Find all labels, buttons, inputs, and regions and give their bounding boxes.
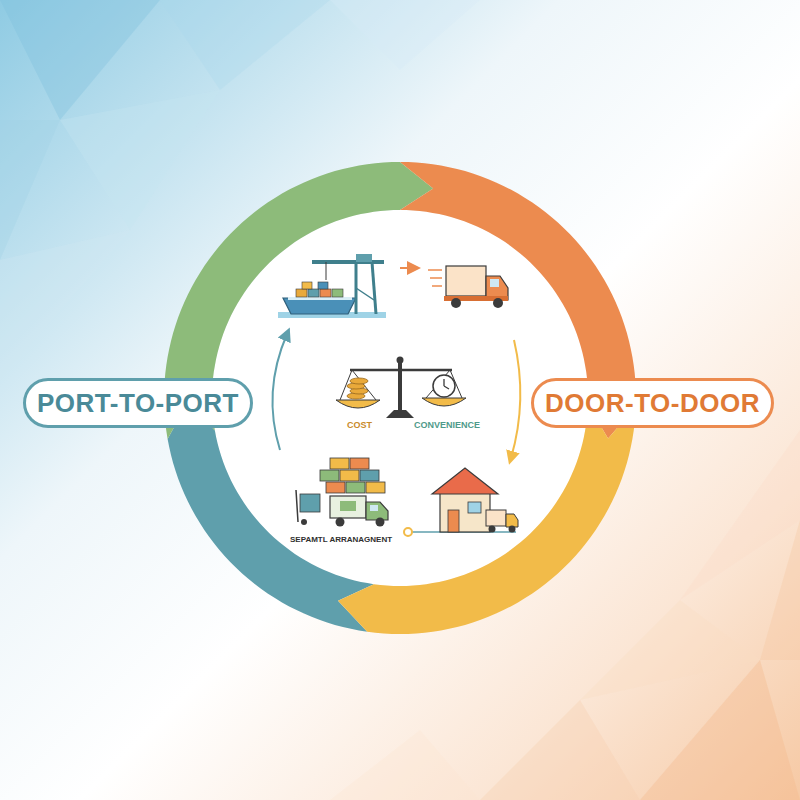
flow-arrow <box>400 267 414 269</box>
cycle-arrow <box>338 405 636 634</box>
container-box <box>320 289 331 297</box>
truck-wheel <box>509 526 516 533</box>
cycle-arrow <box>168 402 374 632</box>
flow-arrow <box>272 334 287 450</box>
background-facet <box>0 0 160 120</box>
house-door <box>448 510 459 532</box>
pill-label: PORT-TO-PORT <box>37 388 239 419</box>
container-box <box>360 470 379 481</box>
container-box <box>326 482 345 493</box>
clock-hands <box>444 379 449 389</box>
crane-cab <box>356 254 372 262</box>
clock-face <box>433 375 455 397</box>
container-box <box>296 289 307 297</box>
container-box <box>300 494 320 512</box>
scale-pan <box>336 400 380 408</box>
background-facet <box>330 730 480 800</box>
truck-cab <box>506 514 518 527</box>
option-pill: DOOR-TO-DOOR <box>531 378 774 428</box>
background-facet <box>0 120 60 260</box>
truck-wheel <box>376 518 385 527</box>
scale-caption: COST <box>347 420 372 430</box>
background-facet <box>60 90 220 230</box>
scale-caption: CONVENIENCE <box>414 420 480 430</box>
truck-window <box>370 505 378 511</box>
trolley-wheel <box>301 519 307 525</box>
container-box <box>340 470 359 481</box>
trolley-handle <box>296 490 298 522</box>
house-icon <box>404 468 518 536</box>
truck-icon <box>428 266 508 308</box>
flow-arrow <box>511 340 520 458</box>
container-box <box>320 470 339 481</box>
pill-label: DOOR-TO-DOOR <box>545 388 760 419</box>
scale-base <box>386 410 414 418</box>
ship-icon <box>278 254 386 318</box>
truck-cab <box>366 502 388 520</box>
icon-caption: SEPAMTL ARRANAGNENT <box>290 535 392 544</box>
scale-string <box>340 370 462 400</box>
container-box <box>366 482 385 493</box>
background-facet <box>480 700 640 800</box>
background-facet <box>680 430 800 600</box>
speed-line <box>430 277 442 279</box>
crane-brace <box>356 288 374 300</box>
background-facet <box>580 600 760 700</box>
scale-knob <box>397 357 404 364</box>
speed-line <box>428 269 442 271</box>
truck-logo <box>340 501 356 511</box>
ship-hull <box>283 298 356 314</box>
container-box <box>346 482 365 493</box>
speed-line <box>432 285 442 287</box>
container-box <box>330 458 349 469</box>
crane-boom <box>312 260 384 264</box>
truck-wheel <box>493 298 503 308</box>
container-box <box>308 289 319 297</box>
truck-cargo <box>330 496 366 518</box>
house-roof <box>432 468 498 494</box>
background-facet <box>0 230 130 380</box>
truck-cargo <box>486 510 506 526</box>
crane-cable <box>326 262 327 280</box>
container-box <box>350 458 369 469</box>
container-yard <box>296 458 388 527</box>
background-facet <box>330 0 480 70</box>
truck-wheel <box>451 298 461 308</box>
container-box <box>332 289 343 297</box>
container-box <box>318 282 328 289</box>
truck-wheel <box>489 526 496 533</box>
coin-stack <box>350 378 368 384</box>
start-dot <box>404 528 412 536</box>
scale-beam <box>350 369 452 372</box>
balance-scale <box>336 357 466 419</box>
truck-window <box>490 279 499 287</box>
option-pill: PORT-TO-PORT <box>23 378 253 428</box>
ship-deck <box>288 297 352 300</box>
container-box <box>302 282 312 289</box>
scale-pan <box>422 398 466 406</box>
flow-arrows <box>272 268 520 458</box>
house-wall <box>440 492 490 532</box>
house-window <box>468 502 481 513</box>
crane-leg <box>372 262 376 314</box>
background-facet <box>160 0 330 90</box>
truck-wheel <box>336 518 345 527</box>
truck-cargo <box>446 266 486 296</box>
